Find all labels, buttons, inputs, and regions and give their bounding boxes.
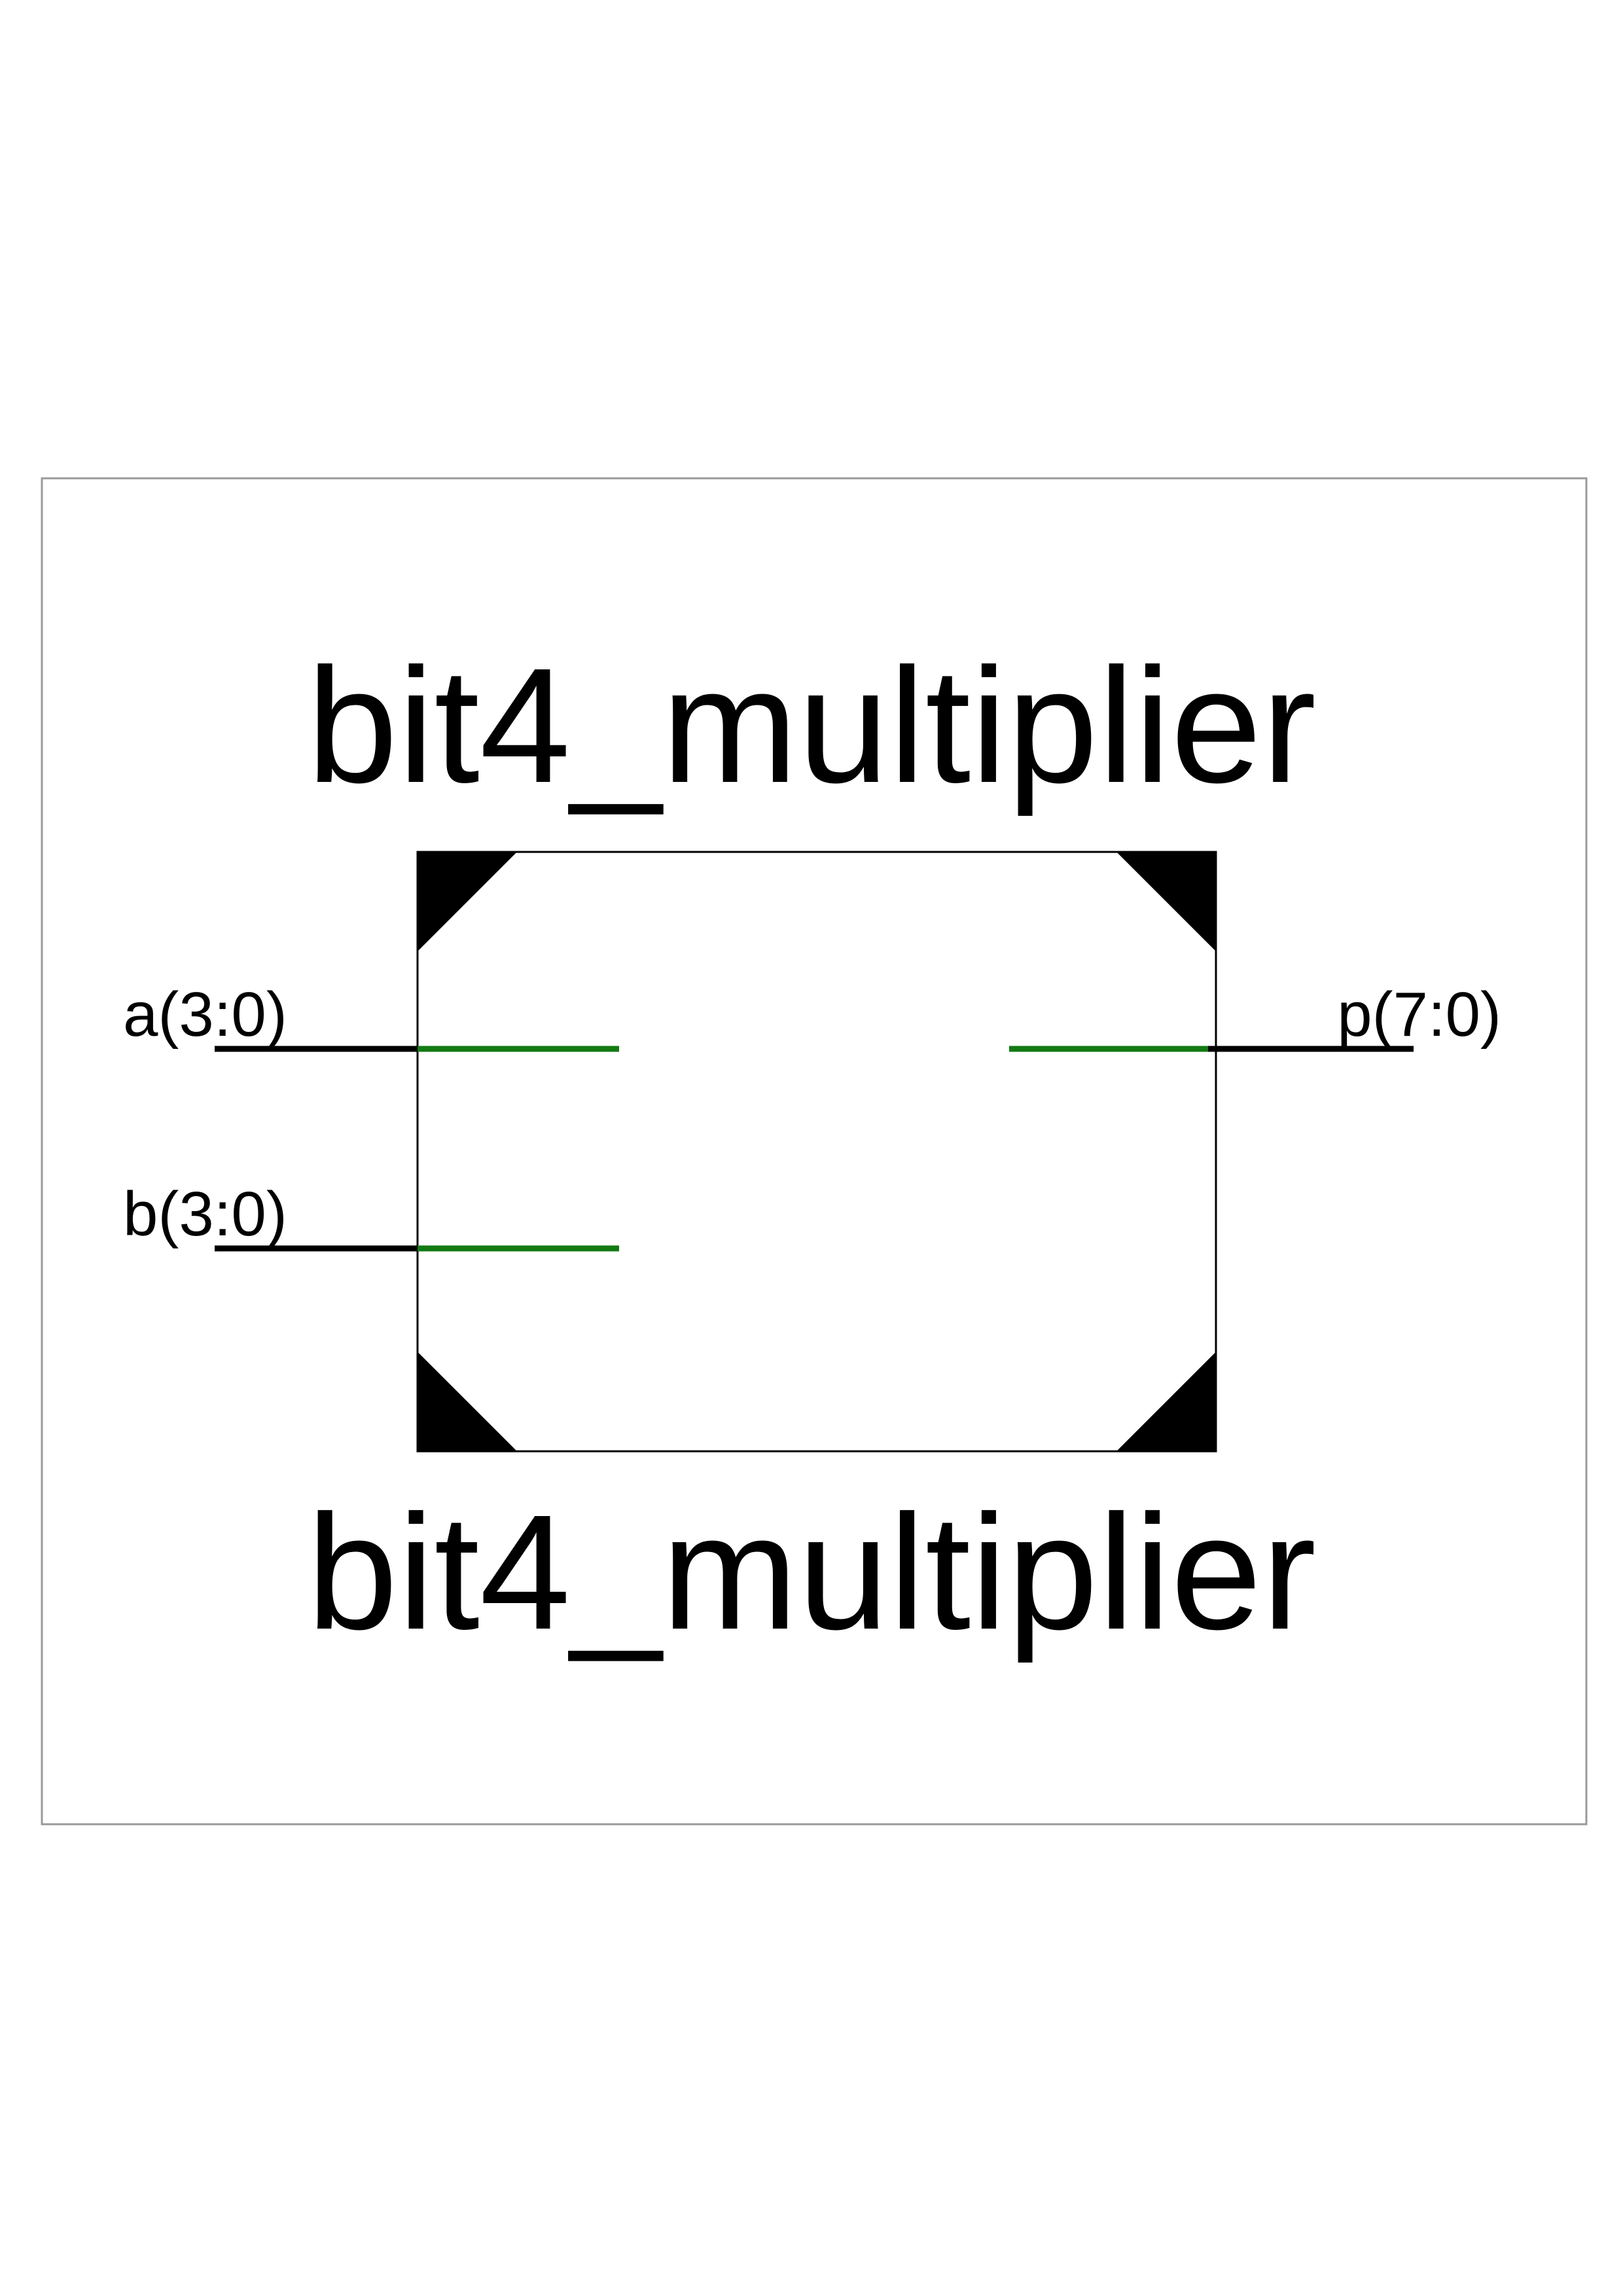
input-port-b-label: b(3:0) — [123, 1179, 287, 1249]
instance-name-label: bit4_multiplier — [307, 634, 1316, 817]
output-port-p[interactable]: p(7:0) — [1009, 980, 1501, 1052]
input-port-a-label: a(3:0) — [123, 980, 287, 1050]
input-port-a[interactable]: a(3:0) — [123, 980, 619, 1052]
corner-marker-top-right — [1116, 852, 1216, 951]
module-block-body — [416, 851, 1217, 1453]
corner-marker-bottom-left — [418, 1352, 517, 1451]
module-name-label: bit4_multiplier — [307, 1481, 1316, 1663]
corner-marker-bottom-right — [1116, 1352, 1216, 1451]
corner-marker-top-left — [418, 852, 517, 951]
module-block[interactable] — [416, 851, 1217, 1453]
input-port-b[interactable]: b(3:0) — [123, 1179, 619, 1252]
output-port-p-label: p(7:0) — [1337, 980, 1501, 1050]
